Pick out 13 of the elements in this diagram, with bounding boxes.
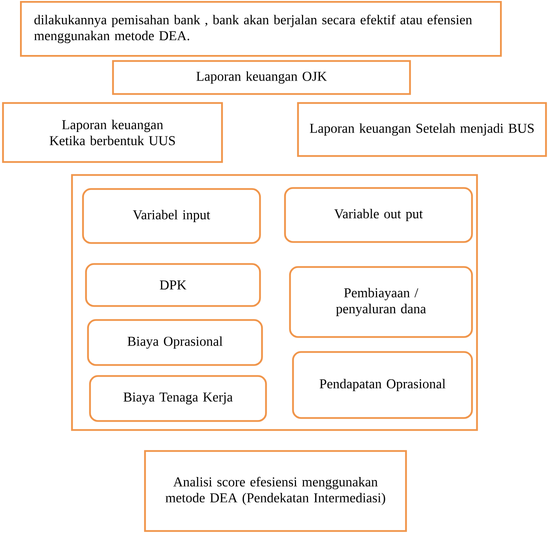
rounded-box: Variabel input bbox=[82, 188, 261, 244]
process-box: Analisi score efesiensi menggunakan metode DEA (Pendekatan Intermediasi) bbox=[144, 450, 407, 532]
process-box: Laporan keuangan OJK bbox=[112, 60, 411, 95]
text-box: dilakukannya pemisahan bank , bank akan berjalan secara efektif atau efensien menggunakan metode DEA. bbox=[20, 1, 502, 57]
process-box: Laporan keuangan Ketika berbentuk UUS bbox=[2, 102, 223, 163]
process-box: Laporan keuangan Setelah menjadi BUS bbox=[297, 102, 547, 157]
rounded-box: Pendapatan Oprasional bbox=[292, 351, 473, 419]
group-box bbox=[71, 174, 478, 431]
rounded-box: Biaya Tenaga Kerja bbox=[89, 375, 267, 422]
rounded-box: DPK bbox=[85, 263, 261, 307]
rounded-box: Variable out put bbox=[284, 187, 473, 243]
rounded-box: Biaya Oprasional bbox=[87, 319, 263, 366]
rounded-box: Pembiayaan / penyaluran dana bbox=[289, 266, 473, 338]
